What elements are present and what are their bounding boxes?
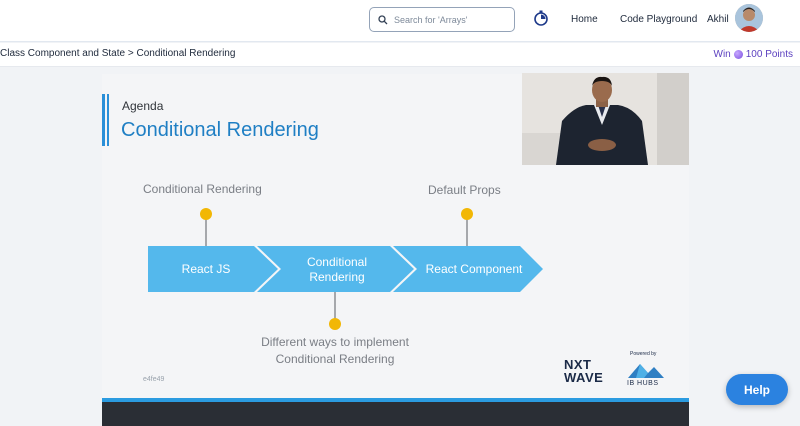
win-points: Win 100 Points — [714, 49, 794, 60]
powered-by-label: Powered by — [630, 351, 657, 357]
top-label-2: Default Props — [428, 183, 501, 197]
search-input[interactable] — [394, 14, 504, 25]
step-label-2: Conditional Rendering — [306, 255, 368, 284]
nav-code-playground-link[interactable]: Code Playground — [620, 14, 698, 25]
user-name[interactable]: Akhil — [707, 14, 729, 25]
chevron-step-1 — [148, 246, 278, 292]
bottom-label: Different ways to implement Conditional … — [261, 335, 409, 366]
step-label-3: React Component — [425, 262, 523, 276]
agenda-label: Agenda — [122, 99, 164, 113]
ibhubs-label: IB HUBS — [627, 380, 659, 387]
search-box[interactable] — [369, 7, 515, 32]
coin-icon — [733, 50, 743, 59]
presenter-video — [522, 73, 689, 165]
search-icon — [378, 14, 388, 24]
logo-line-1: NXT — [564, 357, 592, 372]
win-label: Win — [713, 49, 731, 60]
slide-watermark: e4fe49 — [143, 376, 165, 383]
breadcrumb-bar: Class Component and State > Conditional … — [0, 43, 800, 67]
avatar[interactable] — [735, 4, 763, 32]
nxtwave-logo: NXT WAVE — [564, 358, 603, 384]
top-label-1: Conditional Rendering — [143, 182, 262, 196]
dot-top-2 — [461, 208, 473, 220]
step-label-1: React JS — [181, 262, 231, 276]
help-button[interactable]: Help — [726, 374, 788, 405]
timer-icon[interactable] — [533, 10, 549, 26]
timeline-diagram — [148, 208, 543, 330]
top-navbar: Home Code Playground Akhil — [0, 0, 800, 42]
points-value: 100 Points — [745, 49, 793, 60]
nav-home-link[interactable]: Home — [571, 14, 598, 25]
breadcrumb[interactable]: Class Component and State > Conditional … — [0, 48, 236, 59]
ibhubs-logo-icon — [628, 364, 664, 378]
slide-title: Conditional Rendering — [121, 119, 319, 141]
video-controls-strip — [102, 398, 689, 426]
dot-top-1 — [200, 208, 212, 220]
agenda-accent-bar — [102, 94, 109, 146]
dot-bottom — [329, 318, 341, 330]
chevron-step-2 — [257, 246, 414, 292]
logo-line-2: WAVE — [564, 370, 604, 385]
chevron-step-3 — [393, 246, 543, 292]
